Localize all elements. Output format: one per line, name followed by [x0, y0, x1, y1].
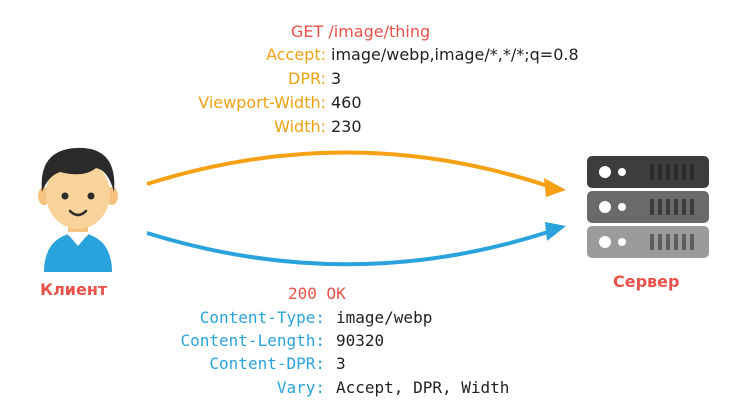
header-value: Accept, DPR, Width	[336, 378, 510, 397]
header-value: 460	[331, 93, 362, 112]
request-first-line: GET /image/thing	[291, 22, 431, 41]
request-header-value: 3	[331, 67, 341, 91]
header-name: DPR:	[288, 69, 326, 88]
request-header-name: Width:	[274, 115, 326, 139]
server-label: Сервер	[613, 272, 680, 291]
response-header-value: Accept, DPR, Width	[336, 378, 509, 397]
client-label: Клиент	[40, 280, 108, 299]
response-header-name: Vary:	[277, 378, 325, 397]
server-rack-icon	[587, 156, 709, 258]
header-value: image/webp	[336, 308, 433, 327]
response-header-value: 90320	[336, 331, 384, 350]
header-value: 3	[331, 69, 342, 88]
header-name: Vary:	[276, 378, 325, 397]
request-header-value: 230	[331, 115, 362, 139]
response-header-value: image/webp	[336, 308, 432, 327]
response-first-line: 200 OK	[288, 284, 346, 303]
header-name: Content-DPR:	[209, 354, 325, 373]
request-header-value: 460	[331, 91, 362, 115]
request-arrowhead	[544, 178, 566, 197]
header-value: 3	[336, 354, 346, 373]
header-name: Content-Type:	[199, 308, 325, 327]
header-name: Content-Length:	[180, 331, 326, 350]
response-header-name: Content-DPR:	[209, 354, 325, 373]
request-header-name: Viewport-Width:	[198, 91, 326, 115]
header-value: 230	[331, 117, 362, 136]
response-arrowhead	[545, 222, 566, 241]
request-header-name: Accept:	[266, 43, 326, 67]
request-arrow	[146, 150, 549, 188]
user-avatar-icon	[38, 147, 118, 272]
response-arrow	[146, 230, 549, 267]
header-name: Accept:	[266, 45, 326, 64]
header-name: Viewport-Width:	[198, 93, 326, 112]
response-header-value: 3	[336, 354, 346, 373]
request-header-value: image/webp,image/*,*/*;q=0.8	[331, 43, 579, 67]
header-name: Width:	[274, 117, 326, 136]
request-header-name: DPR:	[288, 67, 326, 91]
header-value: 90320	[336, 331, 385, 350]
header-value: image/webp,image/*,*/*;q=0.8	[331, 45, 579, 64]
response-header-name: Content-Type:	[200, 308, 325, 327]
response-header-name: Content-Length:	[181, 331, 326, 350]
